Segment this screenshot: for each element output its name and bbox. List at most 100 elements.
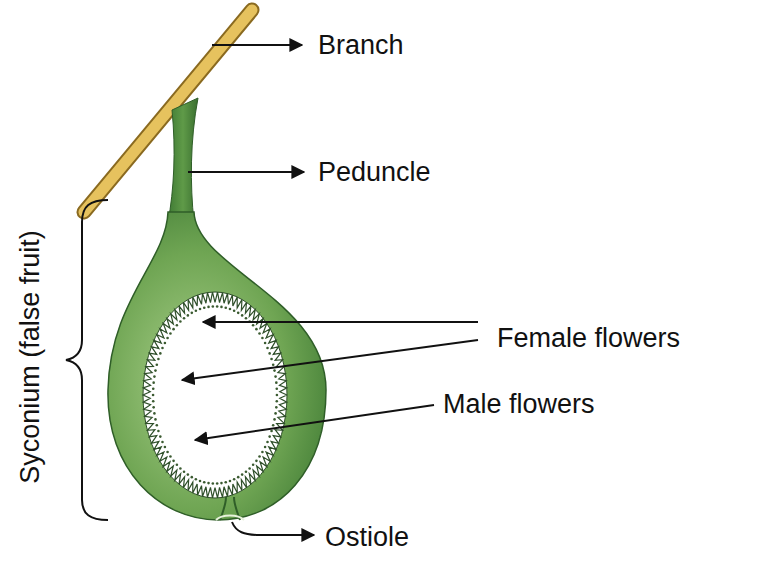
flower-dot [268,435,271,438]
flower-dot [203,306,206,309]
flower-dot [264,446,267,449]
leader-line [232,522,314,535]
flower-dot [270,358,273,361]
flower-dot [191,476,194,479]
flower-dot [195,478,198,481]
flower-dot [258,332,261,335]
flower-dot [272,363,275,366]
flower-dot [212,305,215,308]
flower-dot [191,312,194,315]
flower-dot [159,435,162,438]
flower-dot [237,312,240,315]
flower-dot [187,314,190,317]
flower-dot [237,476,240,479]
flower-dot [164,446,167,449]
flower-dot [241,473,244,476]
flower-dot [154,369,157,372]
flower-dot [153,412,156,415]
flower-dot [275,400,278,403]
flower-dot [270,430,273,433]
flower-dot [261,451,264,454]
flower-dot [220,306,223,309]
part-label: Male flowers [443,391,595,418]
flower-dot [179,320,182,323]
flower-dot [224,481,227,484]
flower-dot [224,306,227,309]
part-label: Peduncle [318,159,431,186]
flower-dot [220,482,223,485]
flower-dot [154,418,157,421]
part-label: Ostiole [325,524,409,551]
part-label: Female flowers [497,325,680,352]
flower-dot [203,481,206,484]
flower-dot [233,478,236,481]
flower-dot [248,467,251,470]
leader-line [182,340,478,380]
flower-dot [207,482,210,485]
bracket-label: Syconium (false fruit) [17,230,44,484]
flower-dot [157,430,160,433]
flower-dot [266,347,269,350]
flower-dot [229,308,232,311]
flower-dot [172,460,175,463]
flower-dot [274,375,277,378]
flower-dot [275,381,278,384]
flower-dot [229,480,232,483]
flower-dot [183,470,186,473]
flower-dot [233,309,236,312]
flower-dot [161,347,164,350]
flower-dot [216,482,219,485]
flower-dot [207,306,210,309]
branch-outline [84,10,252,212]
flower-dot [169,332,172,335]
flower-dot [152,388,155,391]
flower-dot [179,467,182,470]
flower-dot [245,470,248,473]
flower-dot [164,342,167,345]
flower-dot [241,314,244,317]
leader-line [212,44,302,46]
flower-dot [276,394,279,397]
flower-dot [152,394,155,397]
flower-dot [166,451,169,454]
flower-dot [266,441,269,444]
flower-dot [216,305,219,308]
part-label: Branch [318,32,404,59]
flower-dot [156,424,159,427]
flower-dot [273,418,276,421]
flower-dot [199,480,202,483]
flower-dot [264,342,267,345]
flower-dot [152,381,155,384]
flower-dot [255,460,258,463]
flower-dot [273,369,276,372]
flower-dot [152,400,155,403]
flower-dot [258,455,261,458]
leader-line [203,321,478,323]
flower-dot [176,464,179,467]
flower-dot [172,328,175,331]
branch-shape [84,10,252,212]
flower-dot [183,317,186,320]
flower-dot [245,317,248,320]
flower-dot [195,309,198,312]
flower-dot [255,328,258,331]
flower-dot [268,352,271,355]
flower-dot [261,337,264,340]
flower-dot [176,324,179,327]
leader-line [188,171,304,173]
ostiole-opening [216,516,244,521]
flower-dot [157,358,160,361]
flower-dot [272,424,275,427]
flower-dot [156,363,159,366]
flower-dot [275,388,278,391]
flower-dot [199,308,202,311]
flower-dot [153,375,156,378]
flower-dot [274,412,277,415]
flower-dot [152,406,155,409]
peduncle-shape [168,98,198,222]
flower-dot [161,441,164,444]
brace [66,200,108,520]
flower-dot [159,352,162,355]
fruit-body [108,212,326,520]
